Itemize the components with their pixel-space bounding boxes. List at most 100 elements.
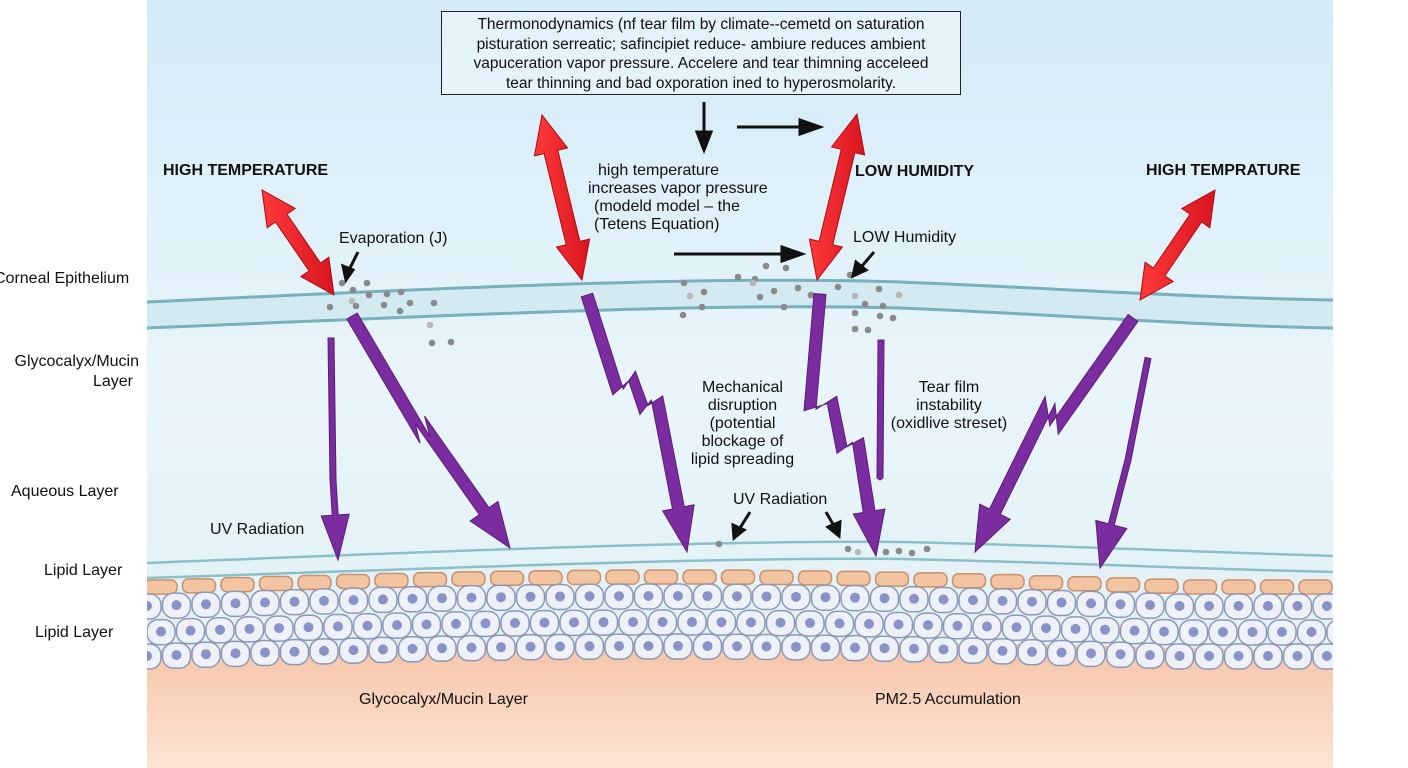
layer-label-glycocalyx-line: Glycocalyx/Mucin <box>14 353 139 370</box>
caption-box: Thermonodynamics (nf tear film by climat… <box>441 11 961 95</box>
particle <box>861 300 869 308</box>
lipid-cell <box>1221 579 1256 595</box>
cell-nucleus <box>1174 601 1185 611</box>
cell-nucleus <box>643 641 654 652</box>
particle <box>406 299 414 307</box>
epithelial-cell <box>147 643 162 670</box>
layer-label-corneal-epithelium: Corneal Epithelium <box>0 270 130 287</box>
particle <box>363 279 371 287</box>
uv-pointer-left-head <box>731 522 747 541</box>
diagram-panel <box>147 0 1346 768</box>
low-humidity-label: LOW Humidity <box>853 229 957 246</box>
lipid-cell <box>874 571 910 587</box>
uv-pointer-right-head <box>825 519 842 539</box>
lipid-cell <box>451 571 486 587</box>
cell-nucleus <box>1277 627 1287 637</box>
cell-nucleus <box>1233 651 1244 661</box>
cell-nucleus <box>805 617 815 628</box>
cell-nucleus <box>1263 601 1273 611</box>
cell-nucleus <box>598 617 609 628</box>
evaporation-pointer <box>348 251 360 269</box>
cell-nucleus <box>319 645 329 656</box>
lipid-cell <box>913 572 948 588</box>
caption-line: tear thinning and bad oxporation ined to… <box>505 74 897 92</box>
particle <box>348 297 356 305</box>
particle <box>680 279 688 287</box>
cell-nucleus <box>466 642 477 653</box>
cell-nucleus <box>496 642 506 653</box>
cell-nucleus <box>407 643 418 654</box>
cell-nucleus <box>1263 651 1273 661</box>
cell-nucleus <box>1129 625 1140 636</box>
cell-nucleus <box>702 641 713 652</box>
lipid-cell <box>147 579 178 595</box>
cell-nucleus <box>378 594 388 605</box>
layer-label-glycocalyx-mucin: Glycocalyx/Mucin Layer <box>0 352 139 392</box>
cell-nucleus <box>1306 627 1317 637</box>
lipid-cell <box>1105 577 1141 593</box>
particle <box>895 291 903 299</box>
vapor-pressure-line: (modeld model – the <box>594 198 740 215</box>
cell-nucleus <box>1159 626 1169 637</box>
cell-nucleus <box>1292 601 1303 611</box>
mechanical-disruption-line: (potential <box>709 415 776 432</box>
low-humidity-pointer <box>860 251 876 267</box>
particle <box>875 285 883 293</box>
cell-nucleus <box>968 645 978 656</box>
uv-pointer-left <box>738 511 752 529</box>
particle <box>447 338 455 346</box>
cell-nucleus <box>185 625 196 636</box>
cell-nucleus <box>791 591 801 602</box>
lipid-cell <box>990 573 1025 590</box>
cell-nucleus <box>879 643 890 654</box>
cell-nucleus <box>938 644 949 655</box>
particle <box>734 273 742 281</box>
particle <box>700 288 708 296</box>
particle <box>326 303 334 311</box>
cell-nucleus <box>230 598 241 609</box>
cell-nucleus <box>952 620 963 631</box>
cell-nucleus <box>1336 627 1346 637</box>
cell-nucleus <box>1100 624 1110 635</box>
particle <box>349 286 357 294</box>
epithelial-cell-layer <box>147 569 1346 670</box>
uv-arrow-5 <box>876 339 885 481</box>
cell-nucleus <box>1174 651 1185 661</box>
cell-nucleus <box>289 646 300 657</box>
particle <box>396 307 404 315</box>
heat-arrow-left <box>261 189 335 296</box>
lipid-cell <box>797 570 833 586</box>
cell-nucleus <box>761 591 772 602</box>
tear-film-instability-line: Tear film <box>918 379 980 396</box>
cell-nucleus <box>1027 646 1037 657</box>
cell-nucleus <box>1086 648 1096 659</box>
particle <box>882 548 890 556</box>
particle <box>834 283 842 291</box>
cell-nucleus <box>1027 596 1037 607</box>
particle <box>844 545 852 553</box>
lipid-cell <box>258 575 294 592</box>
lipid-cell <box>528 570 563 586</box>
particle <box>876 312 884 320</box>
lipid-cell <box>1144 578 1179 594</box>
cell-nucleus <box>466 592 477 603</box>
cell-nucleus <box>319 595 329 606</box>
lipid-cell <box>951 572 987 589</box>
vapor-pressure-annotation: high temperature increases vapor pressur… <box>588 162 788 234</box>
particle <box>807 291 815 299</box>
cell-nucleus <box>716 617 727 628</box>
cell-nucleus <box>407 593 418 604</box>
cell-nucleus <box>820 642 831 653</box>
cell-nucleus <box>628 617 638 628</box>
caption-line: vapuceration vapor pressure. Accelere an… <box>473 55 929 72</box>
cell-nucleus <box>584 591 595 602</box>
cell-nucleus <box>480 618 491 629</box>
particle <box>679 311 687 319</box>
cell-nucleus <box>657 617 668 627</box>
cell-nucleus <box>732 641 742 652</box>
cell-nucleus <box>850 592 860 603</box>
lipid-cell <box>836 570 871 587</box>
lipid-cell <box>682 569 717 585</box>
cell-nucleus <box>303 622 314 633</box>
factor-low-humidity: LOW HUMIDITY <box>855 163 975 180</box>
